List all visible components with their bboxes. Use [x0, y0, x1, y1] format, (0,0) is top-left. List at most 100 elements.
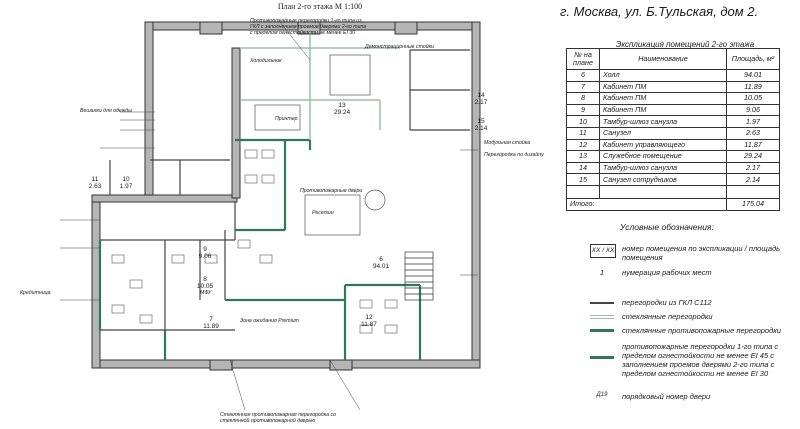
room-area: 29.24 — [333, 109, 351, 116]
note-fridge: Холодильник — [250, 58, 282, 64]
room-number: 11 — [91, 176, 99, 183]
legend-workplace-symbol: 1 — [599, 268, 605, 277]
note-reception: Ресепшн — [312, 210, 334, 216]
wall-corridor — [91, 194, 238, 203]
hall-features — [254, 54, 386, 236]
explication-header-row: № на плане Наименование Площадь, м² — [566, 48, 780, 70]
note-design-partition: Перегородка по дизайну — [484, 152, 544, 158]
note-fire-doors: Противопожарные двери — [300, 188, 363, 194]
note-waiting-zone: Зона ожидания Premium — [240, 318, 299, 324]
legend-room-symbol: XX / XX — [590, 244, 616, 258]
room-number: 12 — [365, 314, 373, 321]
room-number: 14 — [477, 92, 485, 99]
note-mfp: МФУ — [200, 290, 212, 296]
wall-west-upper — [144, 21, 154, 198]
gkl-partitions — [100, 49, 470, 331]
legend-gkl-line — [590, 302, 614, 304]
column-1 — [231, 47, 241, 199]
room-area: 2.14 — [474, 125, 488, 132]
total-label: Итого: — [566, 197, 727, 211]
wall-east — [471, 21, 481, 368]
note-coat-hangers: Вешалки для одежды — [80, 108, 133, 114]
header-name: Наименование — [599, 48, 727, 70]
reception-desk — [304, 194, 361, 236]
plan-title: План 2-го этажа М 1:100 — [277, 2, 363, 11]
legend-title: Условные обозначения: — [620, 222, 714, 232]
room-number: 10 — [122, 176, 130, 183]
legend-text: нумерация рабочих мест — [622, 268, 712, 277]
room-area: 1.97 — [119, 183, 133, 190]
workstations — [111, 149, 398, 334]
demo-stand — [329, 54, 371, 96]
room-area: 94.01 — [372, 263, 390, 270]
legend-text: номер помещения по экспликации / площадь… — [622, 244, 781, 262]
room-number: 15 — [477, 118, 485, 125]
room-area: 9.06 — [198, 253, 212, 260]
waiting-table — [364, 189, 386, 211]
room-number: 7 — [209, 316, 213, 323]
pier-5 — [329, 359, 353, 371]
wall-west-lower — [91, 194, 101, 369]
explication-title: Экспликация помещений 2-го этажа — [615, 40, 755, 49]
address-label: г. Москва, ул. Б.Тульская, дом 2. — [560, 4, 759, 19]
fire-glass-partitions — [98, 138, 422, 360]
room-number: 8 — [203, 276, 207, 283]
room-area: 10.05 — [196, 283, 214, 290]
legend-fire-partition-line — [590, 356, 614, 359]
table-spacer-row — [566, 184, 780, 199]
room-number: 13 — [338, 102, 346, 109]
legend-door-symbol: Д19 — [596, 392, 608, 398]
pier-2 — [297, 21, 321, 35]
note-printer: Принтер — [275, 116, 298, 122]
room-area: 2.17 — [474, 99, 488, 106]
table-total-row: Итого: 175.04 — [566, 197, 780, 211]
note-fire-partition-top: Противопожарные перегородки 1-го типа из… — [250, 18, 367, 36]
header-area: Площадь, м² — [726, 48, 780, 70]
pier-1 — [199, 21, 223, 35]
room-area: 11.87 — [361, 321, 377, 328]
room-number: 6 — [379, 256, 383, 263]
staircase — [404, 251, 434, 301]
legend-fire-glass-line — [590, 329, 614, 332]
legend-glass-line — [590, 315, 614, 319]
printer-area — [254, 104, 301, 131]
room-number: 9 — [203, 246, 207, 253]
header-num: № на плане — [566, 48, 600, 70]
legend-text: порядковый номер двери — [622, 392, 711, 401]
leader-lines — [60, 21, 478, 411]
room-area: 2.63 — [88, 183, 102, 190]
glass-partitions — [240, 30, 400, 140]
room-area: 11.89 — [203, 323, 219, 330]
total-value: 175.04 — [726, 197, 780, 211]
legend-text: перегородки из ГКЛ С112 — [622, 298, 712, 307]
note-demo-stands: Демонстрационные стойки — [365, 44, 434, 50]
legend-text: стеклянные противопожарные перегородки — [622, 326, 781, 335]
note-modular-stand: Модульная стойка — [484, 140, 531, 146]
note-credit-cabinet: Кредитница — [20, 290, 51, 296]
wall-south — [99, 359, 481, 369]
outer-walls — [91, 21, 481, 371]
note-glass-fire-partition: Стеклянная противопожарная перегородка с… — [220, 412, 336, 424]
